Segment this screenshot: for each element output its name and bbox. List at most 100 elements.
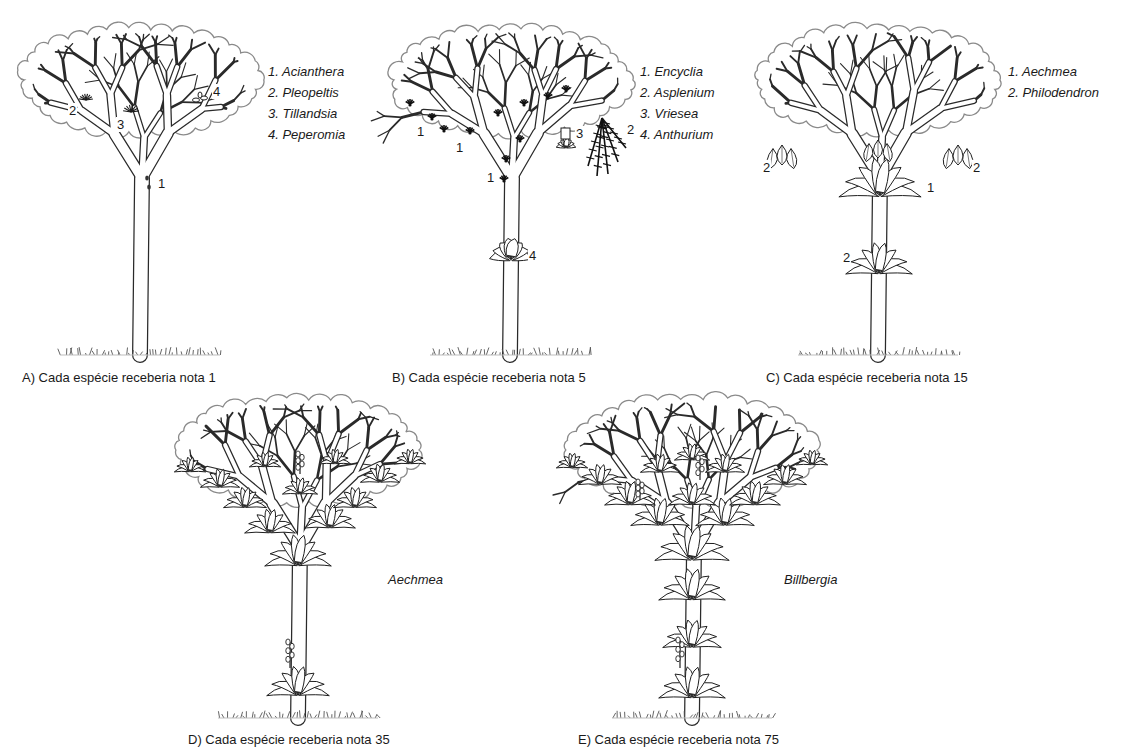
tree-branch [928,40,930,47]
species-name: Billbergia [784,572,837,587]
tree-branch [264,411,270,435]
tree-branch-fill [157,66,167,95]
grass [111,350,113,355]
tree-branch [56,52,74,54]
grass [832,347,833,355]
grass [260,712,263,718]
grass [639,712,641,719]
species-legend: 4. Anthurium [640,127,713,142]
philodendron-leaf [874,140,883,158]
tree-branch [419,58,423,64]
epiphyte-tuft [131,111,139,112]
bromeliad-leaf [188,457,193,470]
grass [676,713,678,718]
tree-branch [116,35,121,44]
grass [186,349,188,355]
tree-branch [287,434,295,452]
tree-branch-fill [167,95,168,133]
tree-branch [639,408,642,412]
grass [800,351,803,355]
tree-branch-fill [535,70,543,96]
tree-branch [509,33,515,38]
tree-branch [851,60,854,74]
tree-branch [35,89,39,94]
leaf-vein [958,145,959,163]
grass [314,715,317,719]
tree-branch [773,86,792,103]
tree-branch [547,37,551,39]
tree-branch [811,49,816,58]
grass [558,351,560,355]
flower-bract [290,652,294,658]
tree-branch [377,112,384,117]
tree-branch [139,37,142,47]
tree-branch-fill [135,107,145,138]
tree-branch [114,54,116,69]
philodendron-leaf [953,145,963,165]
bromeliad-leaf [408,449,413,462]
grass [375,714,377,718]
grass [323,711,324,718]
tree-branch [834,72,847,97]
grass [826,351,827,355]
fern-pinna [611,154,619,156]
tree-branch-fill [805,86,822,111]
grass [66,348,67,355]
grass [254,714,255,718]
callout-number: 1 [926,180,935,195]
callout-number: 2 [626,122,635,137]
grass [241,712,243,718]
tree-branch [877,71,887,86]
tree-branch-fill [456,78,475,98]
callout-number: 1 [416,124,425,139]
tree-branch-fill [505,108,514,138]
tree-branch [832,41,836,51]
tree-branch [241,91,246,93]
grass [718,711,721,718]
tree-branch-fill [111,68,123,95]
tree-branch-fill [111,95,115,134]
tree-branch [499,34,506,37]
grass [108,351,109,355]
grass [693,714,696,718]
grass [211,351,212,355]
tree-branch [515,51,517,66]
grass [331,714,332,718]
bromeliad-leaf [627,482,635,503]
tree-branch [134,65,138,83]
grass [220,350,222,355]
grass [227,711,228,718]
grass [620,712,622,718]
tree-branch [714,407,716,432]
fern-pinna [609,146,617,148]
grass [577,348,579,355]
tree-branch [579,44,587,59]
panel-caption: A) Cada espécie receberia nota 1 [22,370,216,385]
tree-branch [580,444,584,446]
grass [566,348,567,355]
tree-branch [856,51,872,69]
tree-branch [160,102,182,113]
tree-branch [670,403,684,414]
tree-branch [510,178,512,355]
grass [218,711,219,718]
fern-pinna [595,156,603,158]
tree-branch [242,409,246,419]
grass [572,348,573,355]
tree-branch [816,58,833,72]
tree-branch [336,407,338,411]
grass [724,714,725,718]
grass [495,351,496,355]
tree-branch [738,410,741,433]
grass [347,712,348,718]
grass [650,715,652,719]
grass [160,349,162,355]
species-legend: 4. Peperomia [268,127,345,142]
tree-branch [433,92,453,114]
tree-branch [402,112,424,117]
grass [679,713,681,718]
tree-branch [928,47,929,62]
bromeliad-leaf [378,464,385,480]
tree-branch [483,65,484,77]
tree-branch [286,420,287,434]
